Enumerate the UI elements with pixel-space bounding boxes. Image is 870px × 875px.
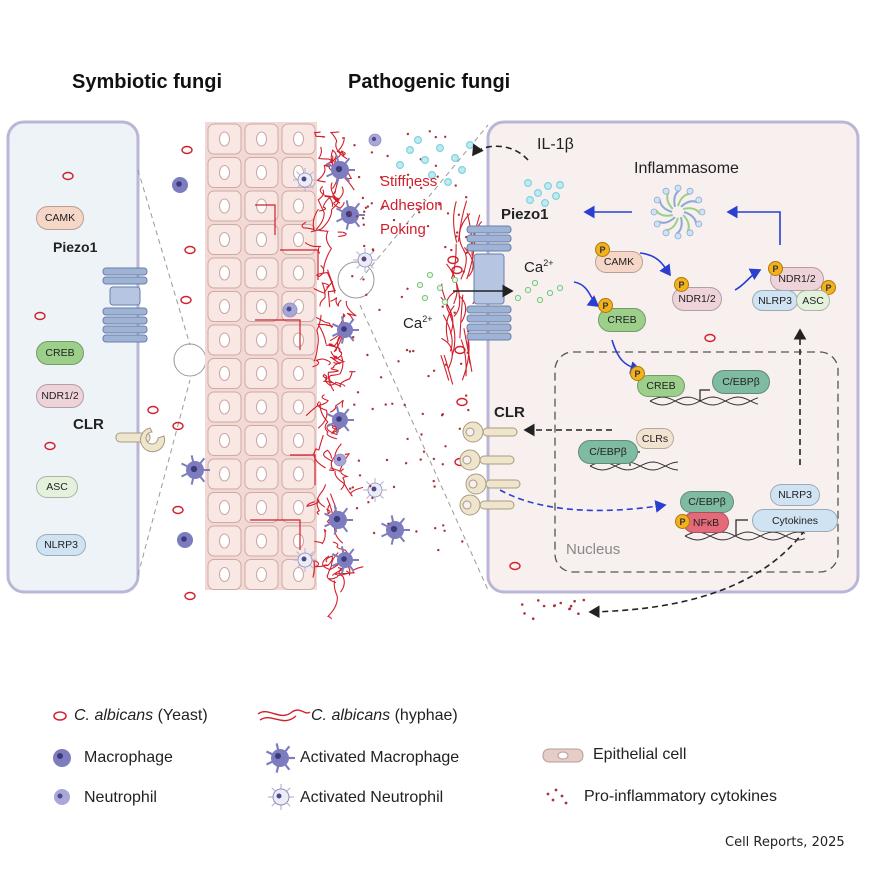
symbiotic-header: Symbiotic fungi: [72, 71, 222, 93]
camk-pill-left: CAMK: [36, 206, 84, 230]
asc-pill-left: ASC: [36, 476, 78, 498]
legend-macrophage-icon: [53, 749, 71, 767]
legend-yeast-label: C. albicans (Yeast): [74, 707, 208, 724]
piezo1-label-left: Piezo1: [53, 239, 98, 255]
nucleus-label: Nucleus: [566, 541, 621, 558]
legend-hyphae-icon: [257, 709, 311, 722]
adhesion-label: Adhesion: [380, 197, 443, 214]
poking-label: Poking: [380, 221, 426, 238]
hyphae-mass: [250, 131, 483, 620]
piezo1-label-right: Piezo1: [501, 206, 549, 223]
nlrp3-pill-nucleus: NLRP3: [770, 484, 820, 506]
clr-label-right: CLR: [494, 404, 525, 421]
phospho-badge-creb-nuc: P: [630, 366, 645, 381]
clr-receptors-right: [459, 421, 521, 516]
legend-activated-macrophage-label: Activated Macrophage: [300, 749, 460, 766]
zoom-circle-right: [337, 261, 375, 299]
phospho-badge-complex-1: P: [768, 261, 783, 276]
cytokines-pill: Cytokines: [752, 509, 838, 532]
phospho-badge-camk: P: [595, 242, 610, 257]
legend-epithelial-label: Epithelial cell: [593, 746, 687, 763]
cebpb-pill-nucleus-3: C/EBPβ: [680, 491, 734, 513]
legend-yeast-icon: [53, 711, 67, 721]
nucleus: [554, 351, 839, 573]
nlrp3-pill-left: NLRP3: [36, 534, 86, 556]
inflammasome-label: Inflammasome: [634, 160, 739, 177]
legend-neutrophil-icon: [54, 789, 70, 805]
asc-complex-pill: ASC: [796, 290, 830, 311]
legend-cytokines-icon: [546, 788, 568, 805]
phospho-badge-nfkb: P: [675, 514, 690, 529]
ca-left-label: Ca2+: [403, 314, 433, 332]
camk-pill-right: CAMK: [595, 251, 643, 273]
immune-cells: [172, 133, 410, 574]
right-cell-panel: [486, 120, 860, 594]
legend-graphics: [53, 709, 584, 810]
yeast-cells: [34, 145, 716, 601]
clrs-pill: CLRs: [636, 428, 674, 449]
il1b-label: IL-1β: [537, 136, 574, 153]
legend-activated-neutrophil-label: Activated Neutrophil: [300, 789, 444, 806]
ndr-complex-pill: NDR1/2: [770, 267, 824, 291]
zoom-circle-left: [173, 343, 207, 377]
phospho-badge-creb: P: [598, 298, 613, 313]
legend-macrophage-label: Macrophage: [84, 749, 173, 766]
il1b-dots: [396, 136, 564, 306]
inflammasome-ring: [650, 184, 706, 240]
citation: Cell Reports, 2025: [725, 835, 845, 850]
piezo1-channel-left: [102, 267, 148, 343]
legend-cytokines-label: Pro-inflammatory cytokines: [584, 788, 777, 805]
phospho-badge-ndr: P: [674, 277, 689, 292]
ca-top-label: Ca2+: [524, 258, 554, 276]
nlrp3-complex-pill: NLRP3: [752, 290, 798, 311]
legend-activated-neutrophil-icon: [268, 784, 294, 810]
ndr-pill-left: NDR1/2: [36, 384, 84, 408]
cebpb-pill-nucleus-1: C/EBPβ: [712, 370, 770, 394]
legend-neutrophil-label: Neutrophil: [84, 789, 157, 806]
legend-activated-macrophage-icon: [266, 743, 295, 773]
creb-pill-nucleus: CREB: [637, 375, 685, 397]
pathogenic-header: Pathogenic fungi: [348, 71, 511, 93]
clr-label-left: CLR: [73, 416, 104, 433]
stiffness-label: Stiffness: [380, 173, 438, 190]
cytokine-dots: [349, 130, 586, 620]
ndr-pill-right: NDR1/2: [672, 287, 722, 311]
creb-pill-left: CREB: [36, 341, 84, 365]
nfkb-pill: NFκB: [683, 512, 729, 533]
clr-receptor-left: [115, 427, 166, 453]
legend-epithelial-icon: [542, 748, 584, 763]
cebpb-pill-nucleus-2: C/EBPβ: [578, 440, 638, 464]
legend-hyphae-label: C. albicans (hyphae): [311, 707, 458, 724]
